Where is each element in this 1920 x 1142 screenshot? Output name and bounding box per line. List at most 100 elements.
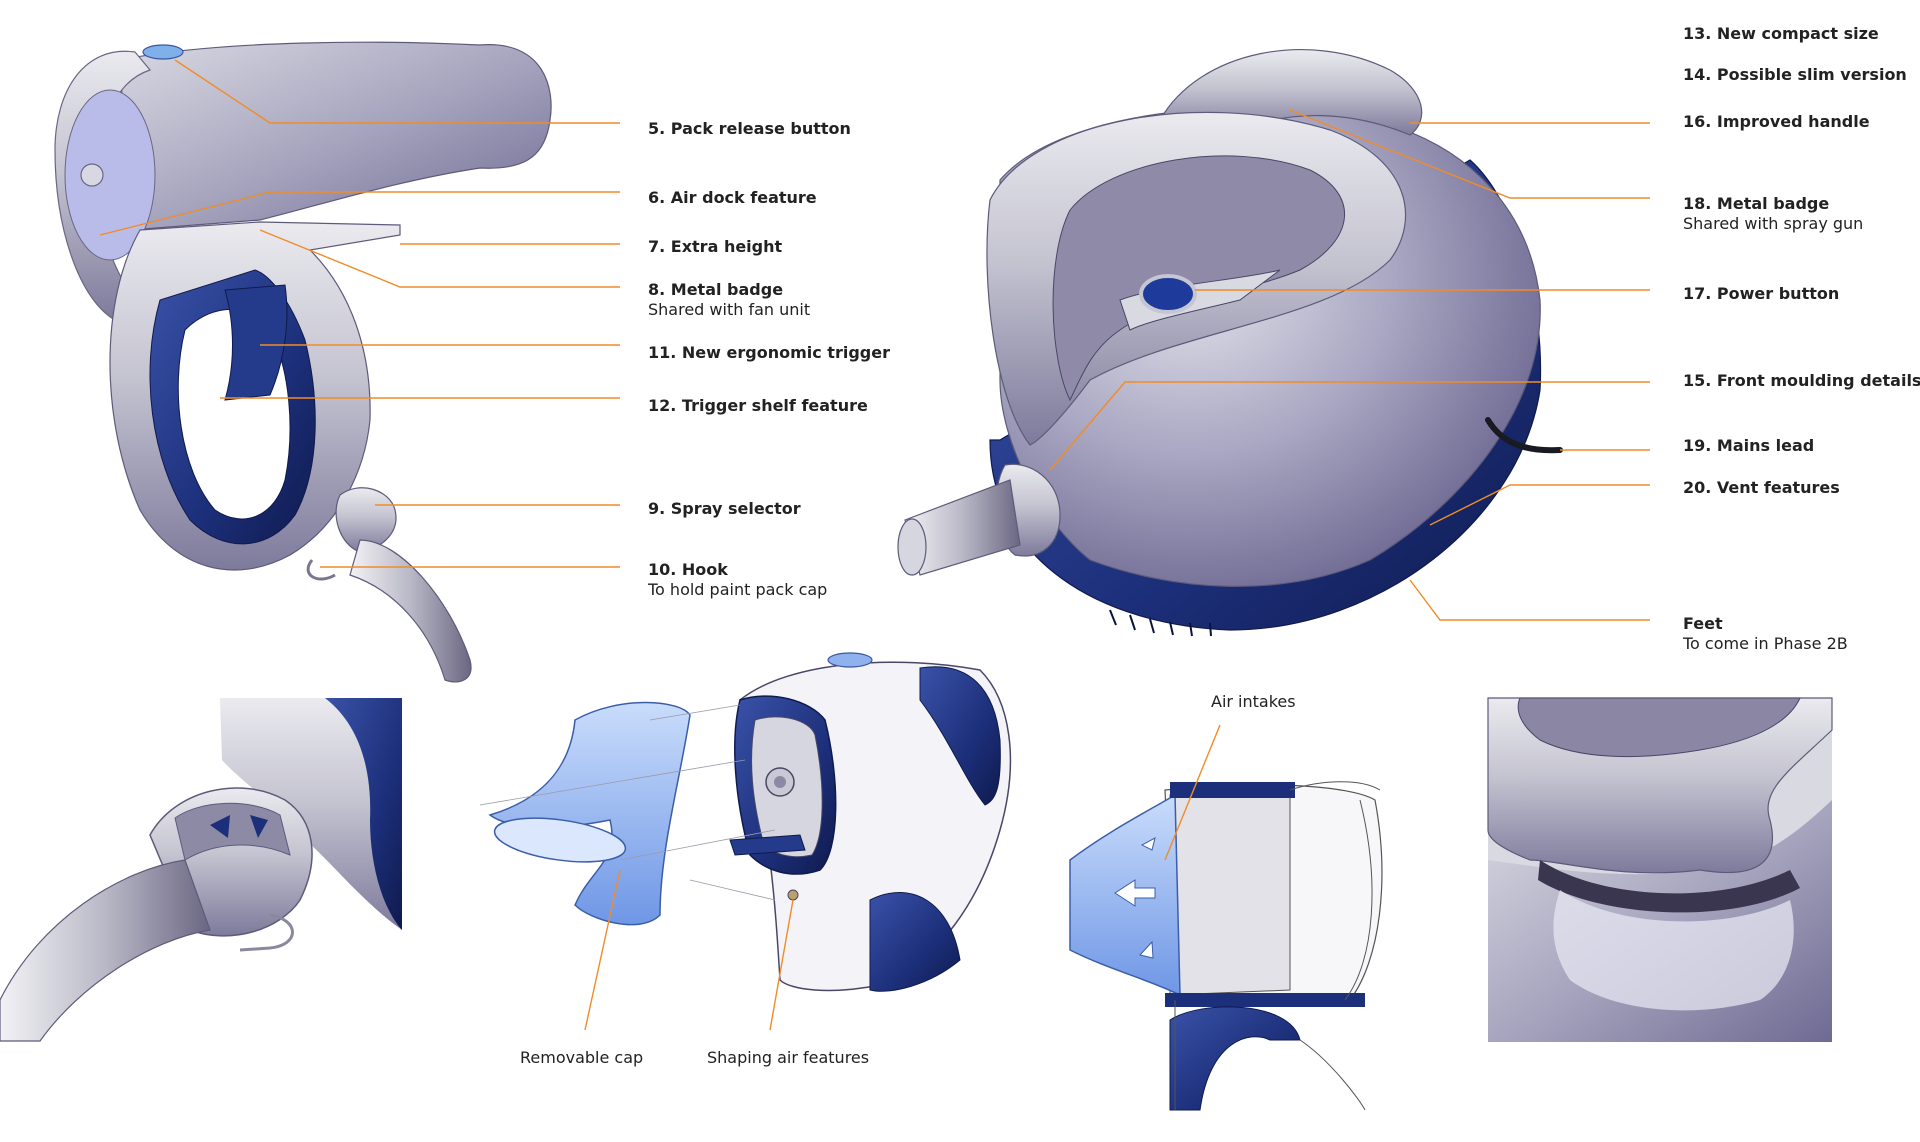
intake-navy-arch (1169, 1006, 1301, 1111)
fan-leader-lines (1049, 109, 1650, 621)
closeup4-cavity (1517, 697, 1801, 758)
label-title: 14. Possible slim version (1683, 65, 1907, 84)
spray-gun-leader-lines (99, 59, 620, 568)
label-compact-size: 13. New compact size (1683, 24, 1879, 44)
label-subtitle: To hold paint pack cap (648, 580, 828, 599)
label-shaping-air-features: Shaping air features (707, 1048, 869, 1068)
label-trigger-shelf: 12. Trigger shelf feature (648, 396, 868, 416)
intake-band-lower (1165, 993, 1365, 1007)
leader-vent-features (1429, 484, 1650, 526)
label-ergonomic-trigger: 11. New ergonomic trigger (648, 343, 890, 363)
closeup1-body (220, 698, 402, 930)
closeup4-highlight (1553, 890, 1794, 1011)
gun-head-nozzle-hole (774, 776, 786, 788)
label-title: 12. Trigger shelf feature (648, 396, 868, 415)
label-title: 18. Metal badge (1683, 194, 1830, 213)
closeup1-collar-band (174, 802, 291, 861)
label-power-button: 17. Power button (1683, 284, 1839, 304)
label-mains-lead: 19. Mains lead (1683, 436, 1814, 456)
label-vent-features: 20. Vent features (1683, 478, 1840, 498)
intake-band (1170, 782, 1295, 798)
label-title: 10. Hook (648, 560, 728, 579)
leader-shaping-air (769, 899, 794, 1031)
label-title: 9. Spray selector (648, 499, 801, 518)
intake-sleeve (1169, 789, 1291, 996)
label-text: Air intakes (1211, 692, 1296, 711)
gun-rear-opening (64, 89, 156, 261)
label-text: Removable cap (520, 1048, 644, 1067)
gun-trigger (224, 284, 288, 401)
label-title: 7. Extra height (648, 237, 783, 256)
leader-metal-badge (259, 229, 620, 288)
gun-head-top-button (827, 652, 873, 668)
shaping-air-port (787, 889, 799, 901)
label-title: 8. Metal badge (648, 280, 784, 299)
detail-air-intakes (1069, 781, 1383, 1111)
label-title: 5. Pack release button (648, 119, 851, 138)
arrow-bottom (1139, 940, 1154, 959)
gun-hook (306, 559, 336, 581)
closeup1-tube (0, 859, 211, 1042)
label-subtitle: Shared with spray gun (1683, 214, 1864, 233)
label-slim-version: 14. Possible slim version (1683, 65, 1907, 85)
gun-head-navy-panel (919, 666, 1001, 806)
leader-removable-cap (584, 869, 621, 1031)
leader-metal-badge-fan (1289, 109, 1650, 199)
label-pack-release-button: 5. Pack release button (648, 119, 851, 139)
gun-head-navy-side (869, 892, 961, 992)
spray-selector-collar (335, 487, 397, 553)
leader-front-moulding (1049, 381, 1650, 471)
gun-air-dock-knob (80, 163, 104, 187)
intake-arrows (1114, 837, 1156, 959)
construction-lines (479, 704, 776, 901)
label-air-dock-feature: 6. Air dock feature (648, 188, 817, 208)
leader-pack-release (174, 59, 620, 124)
closeup1-indicator-left (210, 815, 230, 838)
label-metal-badge-fan: 18. Metal badge Shared with spray gun (1683, 194, 1863, 234)
label-title: 15. Front moulding details (1683, 371, 1920, 390)
label-subtitle: To come in Phase 2B (1683, 634, 1848, 653)
label-extra-height: 7. Extra height (648, 237, 782, 257)
closeup1-navy-grip (325, 698, 402, 930)
gun-nozzle-tube (349, 539, 472, 683)
label-text: Shaping air features (707, 1048, 870, 1067)
cap-opening (493, 817, 627, 863)
label-title: Feet (1683, 614, 1723, 633)
detail-spray-selector-closeup (0, 698, 402, 1042)
label-title: 20. Vent features (1683, 478, 1840, 497)
label-hook: 10. Hook To hold paint pack cap (648, 560, 827, 600)
intake-leader-lines (1164, 724, 1221, 861)
gun-barrel (119, 41, 552, 231)
label-improved-handle: 16. Improved handle (1683, 112, 1870, 132)
fan-outlet-mouth (897, 518, 927, 576)
detail-handle-closeup (1487, 697, 1833, 1042)
arrow-main (1114, 879, 1156, 907)
cap-leader-lines (584, 869, 794, 1031)
closeup1-indicator-right (250, 815, 268, 838)
label-removable-cap: Removable cap (520, 1048, 643, 1068)
power-button (1139, 274, 1197, 314)
gun-head-shelf (729, 834, 806, 856)
spray-gun-illustration (54, 41, 552, 683)
label-title: 17. Power button (1683, 284, 1840, 303)
label-subtitle: Shared with fan unit (648, 300, 811, 319)
detail-removable-cap (479, 652, 1012, 992)
pack-release-button (142, 44, 184, 60)
label-title: 13. New compact size (1683, 24, 1879, 43)
label-front-moulding: 15. Front moulding details (1683, 371, 1920, 391)
closeup4-handle-edge (1538, 860, 1800, 913)
label-metal-badge-gun: 8. Metal badge Shared with fan unit (648, 280, 810, 320)
label-air-intakes: Air intakes (1211, 692, 1296, 712)
intake-sketch-lines (1174, 781, 1381, 1111)
label-title: 19. Mains lead (1683, 436, 1815, 455)
leader-air-intakes (1164, 724, 1221, 861)
closeup1-hook (239, 913, 294, 952)
leader-air-dock (99, 191, 620, 236)
arrow-top (1140, 837, 1156, 851)
label-spray-selector: 9. Spray selector (648, 499, 801, 519)
label-title: 16. Improved handle (1683, 112, 1870, 131)
mains-lead (1485, 417, 1563, 454)
label-feet: Feet To come in Phase 2B (1683, 614, 1848, 654)
label-title: 6. Air dock feature (648, 188, 817, 207)
